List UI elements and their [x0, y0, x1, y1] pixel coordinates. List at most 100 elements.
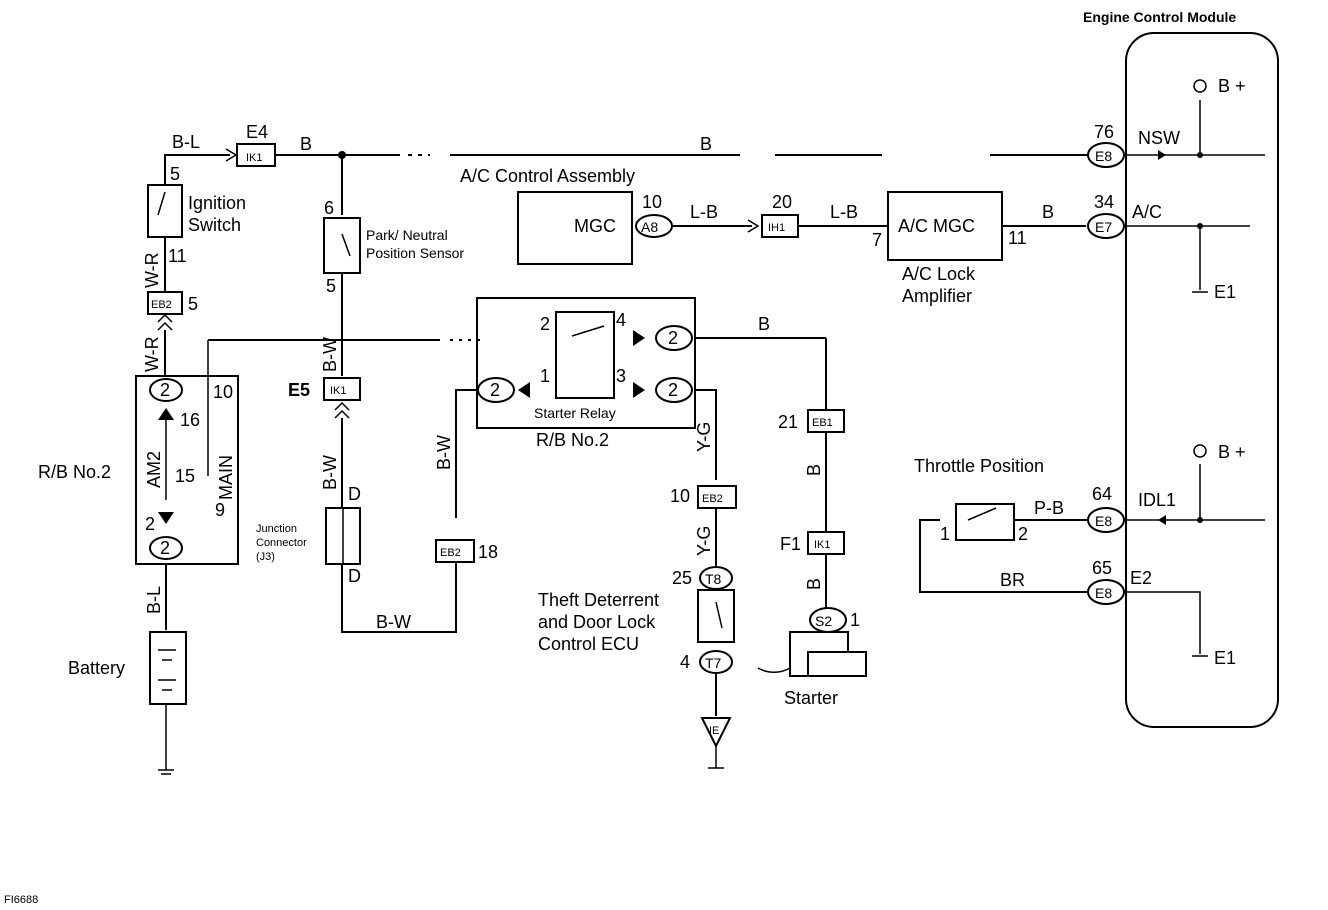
svg-text:4: 4: [616, 310, 626, 330]
svg-text:1: 1: [850, 610, 860, 630]
svg-text:A/C MGC: A/C MGC: [898, 216, 975, 236]
svg-text:76: 76: [1094, 122, 1114, 142]
svg-text:Theft Deterrent: Theft Deterrent: [538, 590, 659, 610]
svg-text:EB2: EB2: [151, 299, 172, 311]
svg-text:T8: T8: [705, 571, 722, 587]
svg-text:Y-G: Y-G: [694, 526, 714, 556]
svg-text:B +: B +: [1218, 76, 1246, 96]
svg-text:65: 65: [1092, 558, 1112, 578]
svg-text:E1: E1: [1214, 282, 1236, 302]
svg-text:P-B: P-B: [1034, 498, 1064, 518]
svg-text:F1: F1: [780, 534, 801, 554]
svg-text:3: 3: [616, 366, 626, 386]
wire-label-wr-1: W-R: [142, 252, 162, 288]
wire-label-b-1: B: [300, 134, 312, 154]
svg-text:MAIN: MAIN: [216, 455, 236, 500]
ac-lock-amplifier-box: [887, 191, 1003, 261]
svg-text:EB2: EB2: [702, 493, 723, 505]
svg-text:IK1: IK1: [814, 539, 831, 551]
svg-text:25: 25: [672, 568, 692, 588]
svg-text:2: 2: [160, 538, 170, 558]
svg-text:20: 20: [772, 192, 792, 212]
svg-text:B: B: [804, 578, 824, 590]
svg-text:64: 64: [1092, 484, 1112, 504]
svg-text:2: 2: [145, 514, 155, 534]
svg-text:10: 10: [642, 192, 662, 212]
svg-text:6: 6: [324, 198, 334, 218]
svg-text:MGC: MGC: [574, 216, 616, 236]
svg-text:L-B: L-B: [690, 202, 718, 222]
svg-text:10: 10: [213, 382, 233, 402]
wire-label-bl-top: B-L: [172, 132, 200, 152]
svg-text:B +: B +: [1218, 442, 1246, 462]
wire-b-l-top: [164, 154, 230, 185]
svg-text:Throttle Position: Throttle Position: [914, 456, 1044, 476]
rb-no2-label: R/B No.2: [38, 462, 111, 482]
svg-text:16: 16: [180, 410, 200, 430]
svg-text:2: 2: [1018, 524, 1028, 544]
svg-text:Starter Relay: Starter Relay: [534, 405, 616, 421]
svg-text:2: 2: [540, 314, 550, 334]
svg-text:D: D: [348, 566, 361, 586]
starter-relay-box: [476, 297, 696, 429]
ignition-switch-label: Ignition: [188, 193, 246, 213]
svg-text:L-B: L-B: [830, 202, 858, 222]
ecm-title: Engine Control Module: [1083, 9, 1236, 25]
svg-text:IE: IE: [709, 725, 719, 737]
svg-text:E7: E7: [1095, 219, 1112, 235]
svg-text:5: 5: [326, 276, 336, 296]
svg-text:34: 34: [1094, 192, 1114, 212]
svg-text:Connector: Connector: [256, 537, 307, 549]
theft-ecu-box: [697, 589, 735, 643]
ac-control-label: A/C Control Assembly: [460, 166, 635, 186]
svg-text:W-R: W-R: [142, 336, 162, 372]
svg-text:E1: E1: [1214, 648, 1236, 668]
battery-label: Battery: [68, 658, 125, 678]
connector-ik1-label: IK1: [246, 152, 263, 164]
rb-no2-box: [135, 375, 239, 565]
svg-text:Position Sensor: Position Sensor: [366, 245, 464, 261]
figure-id: FI6688: [4, 894, 38, 906]
svg-text:18: 18: [478, 542, 498, 562]
throttle-position-sensor: [955, 503, 1015, 541]
svg-text:11: 11: [168, 246, 187, 266]
svg-text:10: 10: [670, 486, 690, 506]
svg-text:1: 1: [940, 524, 950, 544]
svg-text:B-W: B-W: [320, 337, 340, 372]
svg-text:IDL1: IDL1: [1138, 490, 1176, 510]
svg-text:1: 1: [540, 366, 550, 386]
svg-text:and Door Lock: and Door Lock: [538, 612, 656, 632]
wire-label-b-2: B: [700, 134, 712, 154]
svg-text:BR: BR: [1000, 570, 1025, 590]
svg-text:Switch: Switch: [188, 215, 241, 235]
svg-text:15: 15: [175, 466, 195, 486]
park-neutral-label: Park/ Neutral: [366, 227, 448, 243]
svg-text:Control ECU: Control ECU: [538, 634, 639, 654]
battery-symbol: [149, 631, 187, 705]
svg-text:E8: E8: [1095, 513, 1112, 529]
svg-text:IK1: IK1: [330, 385, 347, 397]
svg-text:E8: E8: [1095, 585, 1112, 601]
svg-text:B-L: B-L: [144, 586, 164, 614]
svg-text:9: 9: [215, 500, 225, 520]
ac-control-box: [517, 191, 633, 265]
svg-text:21: 21: [778, 412, 798, 432]
svg-text:B-W: B-W: [434, 435, 454, 470]
svg-text:A/C Lock: A/C Lock: [902, 264, 976, 284]
svg-text:B-W: B-W: [376, 612, 411, 632]
svg-text:Starter: Starter: [784, 688, 838, 708]
svg-text:(J3): (J3): [256, 551, 275, 563]
svg-text:11: 11: [1008, 228, 1027, 248]
svg-text:EB2: EB2: [440, 547, 461, 559]
svg-text:Y-G: Y-G: [694, 422, 714, 452]
svg-text:2: 2: [490, 380, 500, 400]
svg-text:E8: E8: [1095, 148, 1112, 164]
svg-text:E2: E2: [1130, 568, 1152, 588]
svg-text:7: 7: [872, 230, 882, 250]
svg-text:D: D: [348, 484, 361, 504]
svg-text:IH1: IH1: [768, 222, 785, 234]
svg-text:S2: S2: [815, 613, 832, 629]
svg-text:B: B: [758, 314, 770, 334]
svg-text:2: 2: [668, 380, 678, 400]
engine-control-module-box: [1125, 32, 1279, 728]
